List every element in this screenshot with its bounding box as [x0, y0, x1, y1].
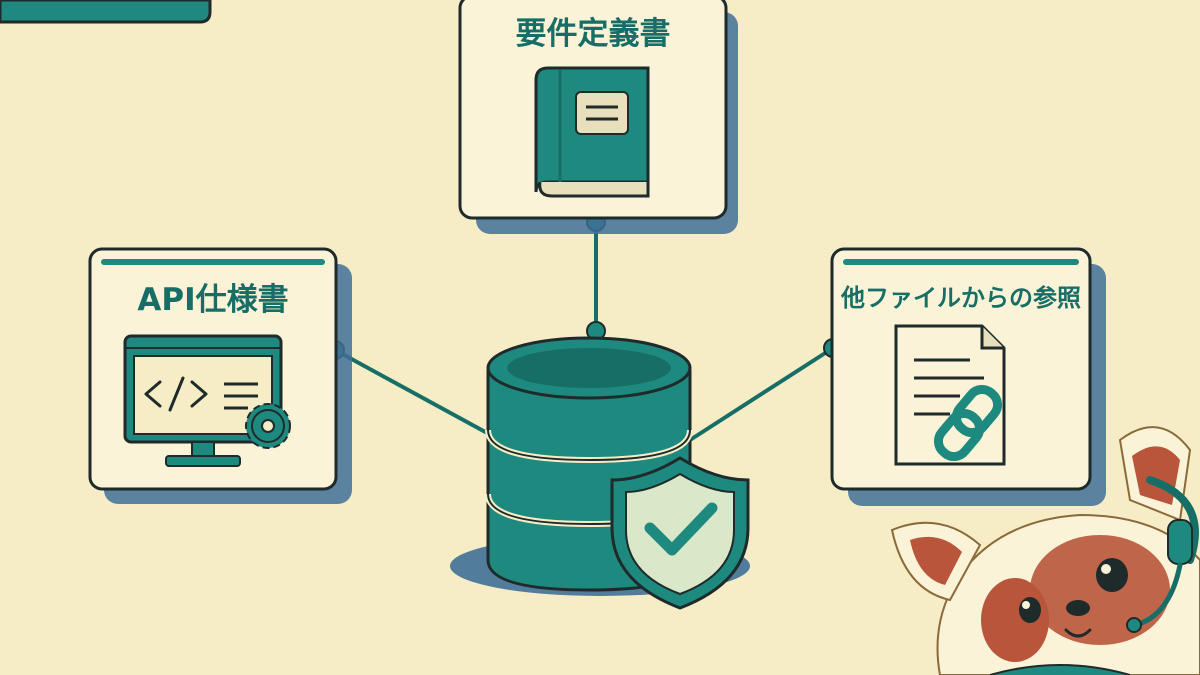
red-panda-headset-icon [890, 426, 1200, 675]
card-requirements: 要件定義書 [458, 0, 738, 234]
code-monitor-gear-icon [123, 334, 291, 467]
document-link-icon [894, 324, 1006, 466]
card-external-refs-label: 他ファイルからの参照 [840, 284, 1081, 312]
corner-tag [0, 0, 212, 24]
card-external-refs: 他ファイルからの参照 [830, 247, 1106, 506]
card-api-spec-label: API仕様書 [137, 282, 288, 318]
card-api-spec: API仕様書 [88, 247, 352, 504]
card-requirements-label: 要件定義書 [516, 16, 671, 52]
shield-check-icon [610, 456, 750, 610]
book-icon [534, 66, 650, 198]
